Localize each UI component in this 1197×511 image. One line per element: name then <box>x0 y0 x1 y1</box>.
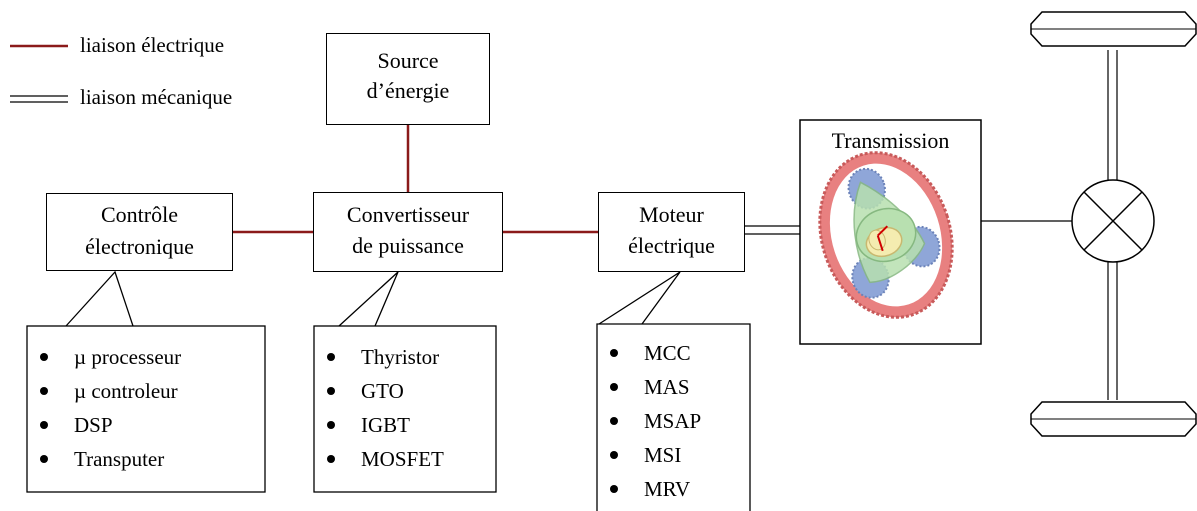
list-item-text: DSP <box>74 413 113 437</box>
motor-label-line1: Moteur <box>639 202 704 227</box>
source-label-line1: Source <box>377 48 439 73</box>
control-label-line1: Contrôle <box>101 202 178 227</box>
motor-list: MCC MAS MSAP MSI MRV <box>600 336 746 506</box>
source-label-line2: d’énergie <box>366 78 450 103</box>
list-item-text: IGBT <box>361 413 410 437</box>
list-item-text: GTO <box>361 379 404 403</box>
list-item: µ processeur <box>30 340 260 374</box>
differential-cross-b <box>1083 191 1143 251</box>
list-item: DSP <box>30 408 260 442</box>
converter-box: Convertisseur de puissance <box>313 192 503 272</box>
converter-list: Thyristor GTO IGBT MOSFET <box>317 340 492 476</box>
callout-pointer-motor <box>598 271 681 325</box>
callout-pointer-converter <box>338 271 399 327</box>
legend-mechanical-label: liaison mécanique <box>80 85 233 109</box>
callout-box-motor <box>596 323 751 511</box>
list-item-text: µ processeur <box>74 345 182 369</box>
list-item-text: Thyristor <box>361 345 440 369</box>
list-item-text: MAS <box>644 375 690 399</box>
list-item: IGBT <box>317 408 492 442</box>
list-item: MSI <box>600 438 746 472</box>
control-box: Contrôle électronique <box>46 193 233 271</box>
legend-electrical-label: liaison électrique <box>80 33 225 57</box>
control-list: µ processeur µ controleur DSP Transputer <box>30 340 260 476</box>
list-item: MRV <box>600 472 746 506</box>
list-item-text: Transputer <box>74 447 165 471</box>
motor-box: Moteur électrique <box>598 192 745 272</box>
list-item: Transputer <box>30 442 260 476</box>
converter-label-line1: Convertisseur <box>346 202 470 227</box>
list-item-text: MRV <box>644 477 691 501</box>
list-item: µ controleur <box>30 374 260 408</box>
list-item: MOSFET <box>317 442 492 476</box>
list-item-text: MSAP <box>644 409 702 433</box>
list-item: GTO <box>317 374 492 408</box>
callout-pointer-control <box>65 270 134 327</box>
list-item-text: MSI <box>644 443 682 467</box>
list-item-text: MCC <box>644 341 691 365</box>
callout-box-converter <box>313 325 497 493</box>
transmission-label: Transmission <box>831 128 950 153</box>
list-item: MCC <box>600 336 746 370</box>
source-box: Source d’énergie <box>326 33 490 125</box>
motor-label-line2: électrique <box>628 233 715 258</box>
callout-box-control <box>26 325 266 493</box>
planetary-gear-image <box>818 151 954 319</box>
list-item-text: µ controleur <box>74 379 178 403</box>
converter-label-line2: de puissance <box>352 233 464 258</box>
list-item: MAS <box>600 370 746 404</box>
control-label-line2: électronique <box>85 234 194 259</box>
list-item-text: MOSFET <box>361 447 444 471</box>
list-item: Thyristor <box>317 340 492 374</box>
list-item: MSAP <box>600 404 746 438</box>
